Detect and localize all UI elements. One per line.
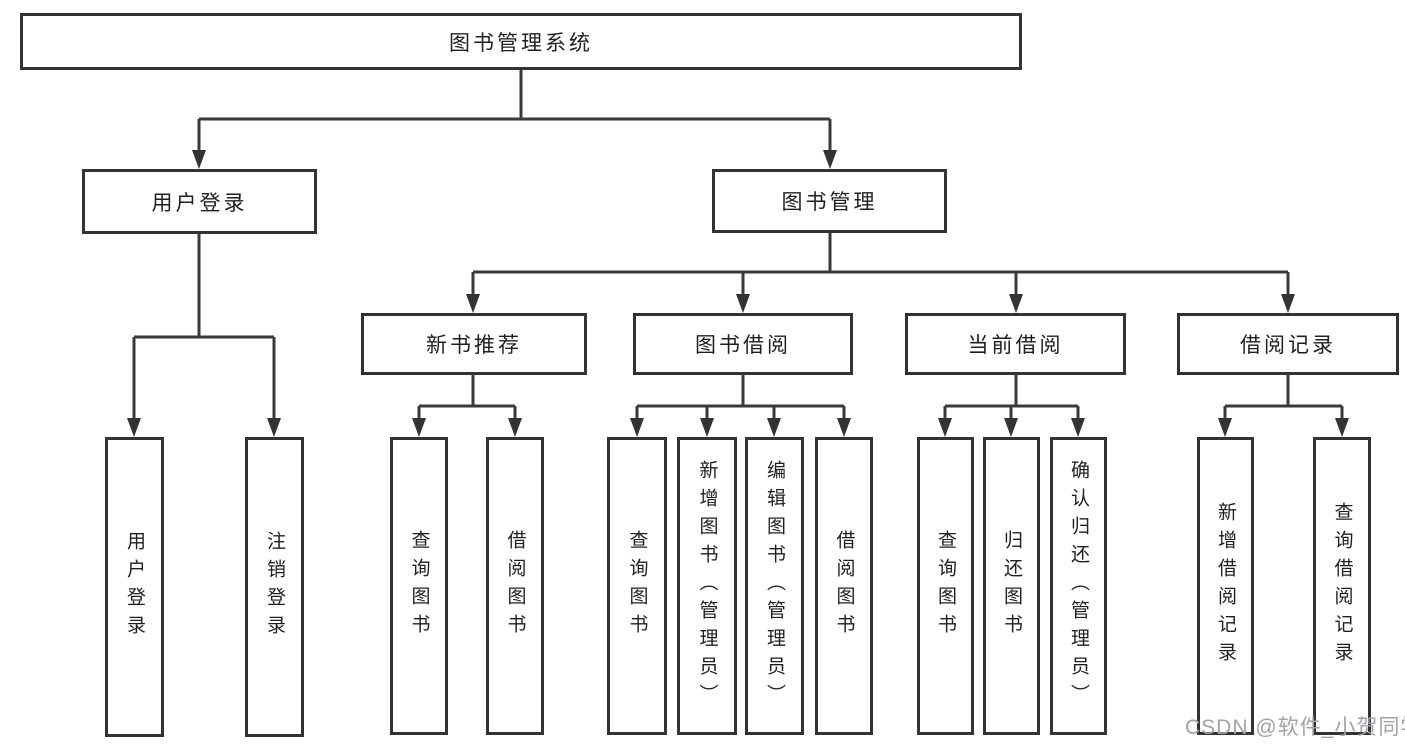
node-leaf-confirm-return-admin: 确认归还（管理员）	[1050, 437, 1107, 735]
node-book-management: 图书管理	[712, 169, 947, 233]
node-leaf-query-book-2: 查询图书	[607, 437, 667, 735]
node-leaf-query-book-1: 查询图书	[390, 437, 448, 735]
node-user-login: 用户登录	[82, 169, 317, 234]
node-leaf-edit-book-admin: 编辑图书（管理员）	[745, 437, 804, 735]
node-leaf-user-login: 用户登录	[105, 437, 164, 737]
node-leaf-logout: 注销登录	[245, 437, 304, 737]
node-leaf-query-borrow-record: 查询借阅记录	[1313, 437, 1371, 735]
node-new-book-recommend: 新书推荐	[361, 313, 587, 375]
node-leaf-borrow-book-1: 借阅图书	[486, 437, 544, 735]
node-current-borrow: 当前借阅	[905, 313, 1126, 375]
node-leaf-query-book-3: 查询图书	[917, 437, 974, 735]
watermark: CSDN @软件_小贺同学	[1185, 716, 1405, 739]
node-leaf-return-book: 归还图书	[983, 437, 1040, 735]
node-leaf-add-borrow-record: 新增借阅记录	[1197, 437, 1254, 735]
node-borrow-record: 借阅记录	[1177, 313, 1399, 375]
node-leaf-borrow-book-2: 借阅图书	[815, 437, 873, 735]
node-leaf-add-book-admin: 新增图书（管理员）	[677, 437, 737, 735]
node-root-title: 图书管理系统	[20, 13, 1022, 70]
node-book-borrow: 图书借阅	[633, 313, 853, 375]
